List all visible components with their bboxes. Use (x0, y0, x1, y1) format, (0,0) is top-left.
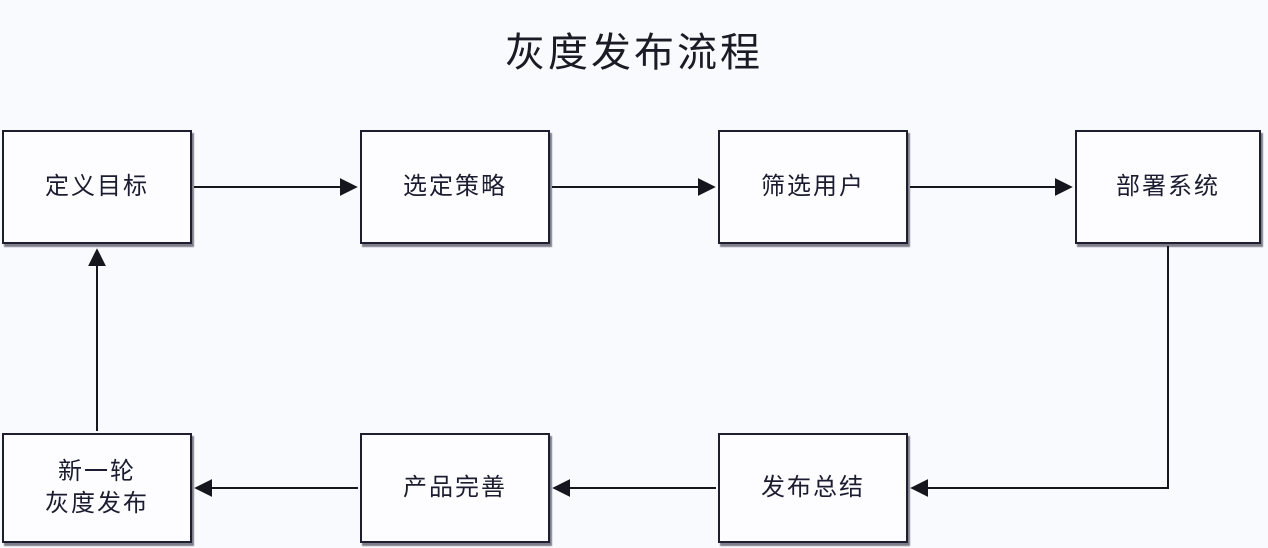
node-new-round-release: 新一轮 灰度发布 (2, 433, 192, 543)
diagram-title: 灰度发布流程 (505, 31, 763, 75)
node-select-strategy: 选定策略 (360, 130, 550, 244)
edge-deploy-to-summary (910, 246, 1169, 497)
node-product-improvement: 产品完善 (360, 433, 550, 543)
node-release-summary: 发布总结 (718, 433, 908, 543)
node-filter-users: 筛选用户 (718, 130, 908, 244)
node-deploy-system: 部署系统 (1075, 130, 1261, 244)
node-define-goals: 定义目标 (2, 130, 192, 244)
